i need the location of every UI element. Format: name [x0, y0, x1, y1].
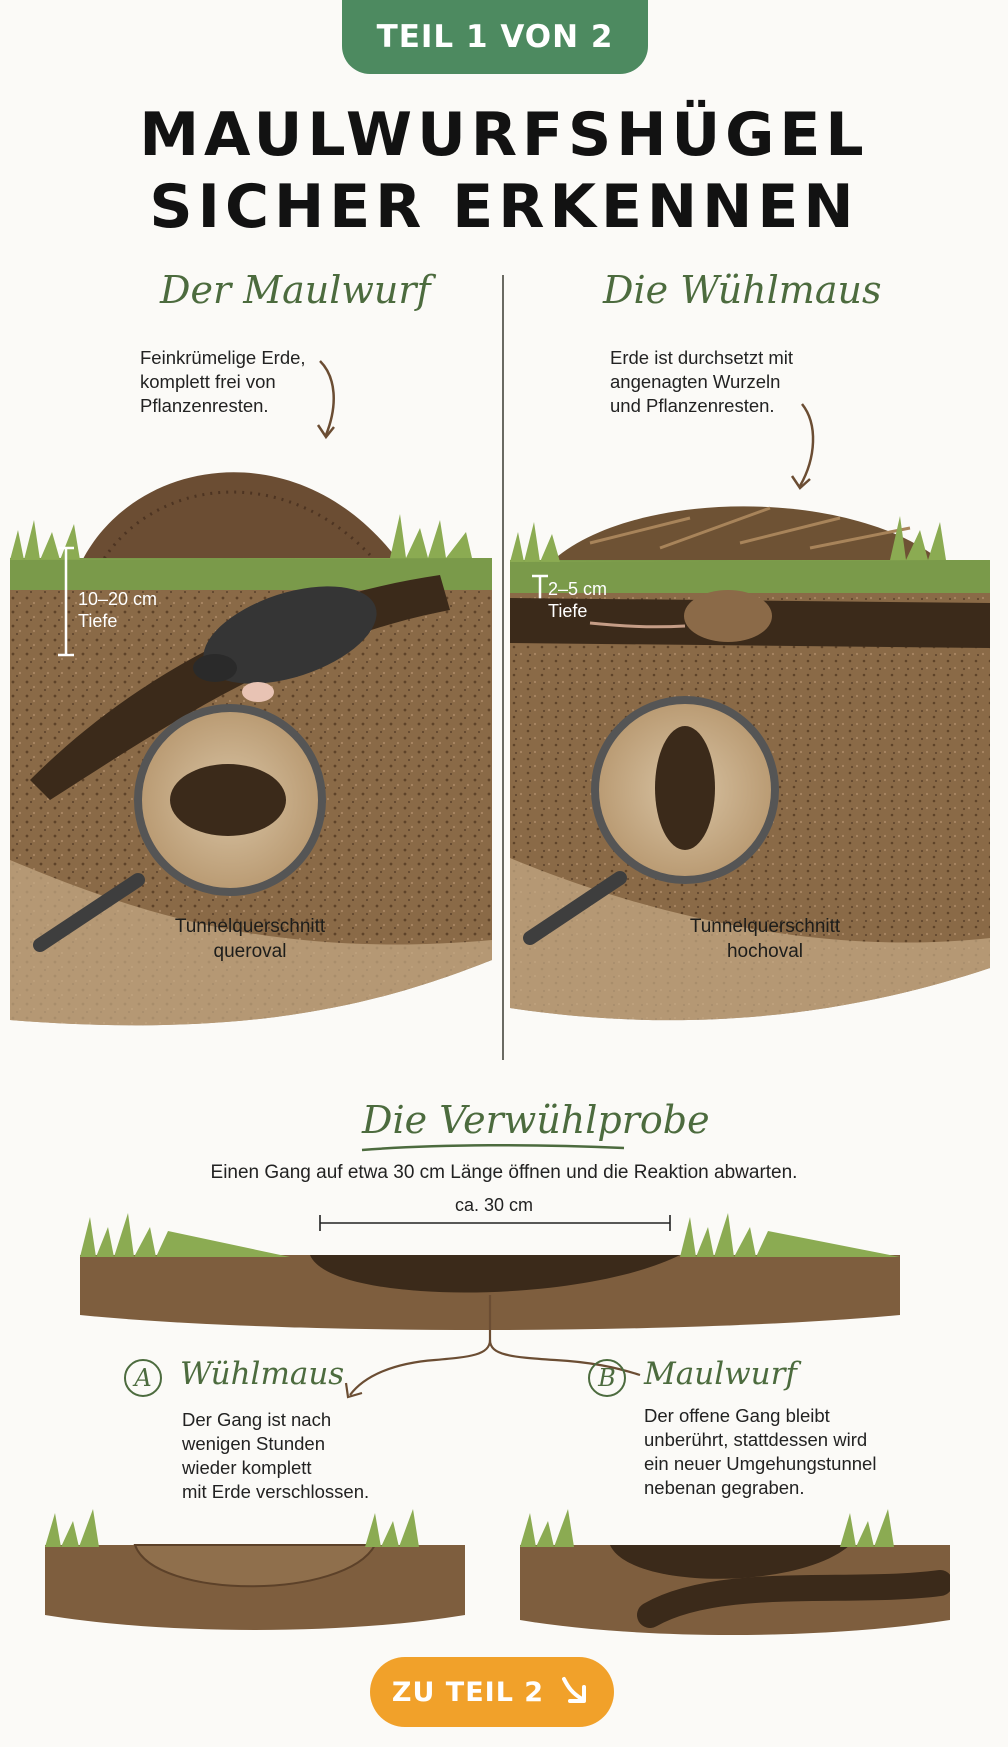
- part-badge-label: TEIL 1 VON 2: [376, 19, 614, 55]
- test-heading: Die Verwühlprobe: [362, 1098, 710, 1142]
- mole-heading: Der Maulwurf: [160, 268, 431, 312]
- mole-note-arrow-icon: [316, 360, 335, 440]
- heading-underline-icon: [361, 1143, 625, 1152]
- vole-depth-label: 2–5 cm Tiefe: [548, 578, 607, 622]
- option-a-line: wieder komplett: [182, 1457, 312, 1478]
- mole-depth-label: 10–20 cm Tiefe: [78, 588, 157, 632]
- option-a-text: Der Gang ist nach wenigen Stunden wieder…: [182, 1408, 369, 1504]
- vole-depth-unit: Tiefe: [548, 601, 588, 621]
- part-badge: TEIL 1 VON 2: [342, 0, 648, 74]
- mole-depth-value: 10–20 cm: [78, 589, 158, 609]
- vole-note: Erde ist durchsetzt mit angenagten Wurze…: [610, 346, 793, 418]
- next-part-button[interactable]: ZU TEIL 2: [370, 1657, 614, 1727]
- bypass-tunnel-illustration: [520, 1509, 950, 1635]
- vole-note-line: Erde ist durchsetzt mit: [610, 347, 794, 368]
- mole-depth-unit: Tiefe: [78, 611, 118, 631]
- next-part-label: ZU TEIL 2: [391, 1676, 545, 1708]
- option-b-heading: Maulwurf: [644, 1356, 797, 1392]
- page-title-line-1: MAULWURFSHÜGEL: [139, 100, 869, 170]
- vole-caption: Tunnelquerschnitt hochoval: [645, 914, 885, 964]
- option-a-marker: A: [124, 1359, 162, 1397]
- mole-note-line: Pflanzenresten.: [140, 395, 269, 416]
- option-b-line: unberührt, stattdessen wird: [644, 1429, 868, 1450]
- option-a-line: mit Erde verschlossen.: [182, 1481, 370, 1502]
- mole-note: Feinkrümelige Erde, komplett frei von Pf…: [140, 346, 306, 418]
- vole-depth-value: 2–5 cm: [548, 579, 608, 599]
- mole-cross-section-illustration: [10, 472, 492, 1026]
- vole-cross-section-illustration: [510, 506, 990, 1021]
- vole-caption-line: hochoval: [726, 941, 804, 962]
- vole-heading: Die Wühlmaus: [603, 268, 882, 312]
- measure-label: ca. 30 cm: [424, 1195, 564, 1216]
- mole-caption-line: Tunnelquerschnitt: [174, 916, 326, 937]
- option-b-line: ein neuer Umgehungstunnel: [644, 1453, 877, 1474]
- mole-note-line: Feinkrümelige Erde,: [140, 347, 306, 368]
- vole-note-line: angenagten Wurzeln: [610, 371, 781, 392]
- vole-note-line: und Pflanzenresten.: [610, 395, 775, 416]
- page-title-line-2: SICHER ERKENNEN: [149, 172, 859, 242]
- test-subtitle: Einen Gang auf etwa 30 cm Länge öffnen u…: [210, 1162, 798, 1183]
- closed-tunnel-illustration: [45, 1509, 465, 1630]
- mole-caption: Tunnelquerschnitt queroval: [130, 914, 370, 964]
- column-divider: [502, 275, 504, 1060]
- option-a-heading: Wühlmaus: [180, 1356, 345, 1392]
- option-a-line: wenigen Stunden: [182, 1433, 325, 1454]
- option-b-marker: B: [588, 1359, 626, 1397]
- option-b-text: Der offene Gang bleibt unberührt, stattd…: [644, 1404, 876, 1500]
- arrow-down-right-icon: [562, 1677, 587, 1703]
- option-b-line: nebenan gegraben.: [644, 1477, 805, 1498]
- vole-note-arrow-icon: [790, 403, 815, 490]
- mole-caption-line: queroval: [213, 941, 287, 962]
- open-tunnel-illustration: [80, 1213, 900, 1330]
- mole-note-line: komplett frei von: [140, 371, 276, 392]
- vole-caption-line: Tunnelquerschnitt: [689, 916, 841, 937]
- option-a-line: Der Gang ist nach: [182, 1409, 332, 1430]
- option-b-line: Der offene Gang bleibt: [644, 1405, 830, 1426]
